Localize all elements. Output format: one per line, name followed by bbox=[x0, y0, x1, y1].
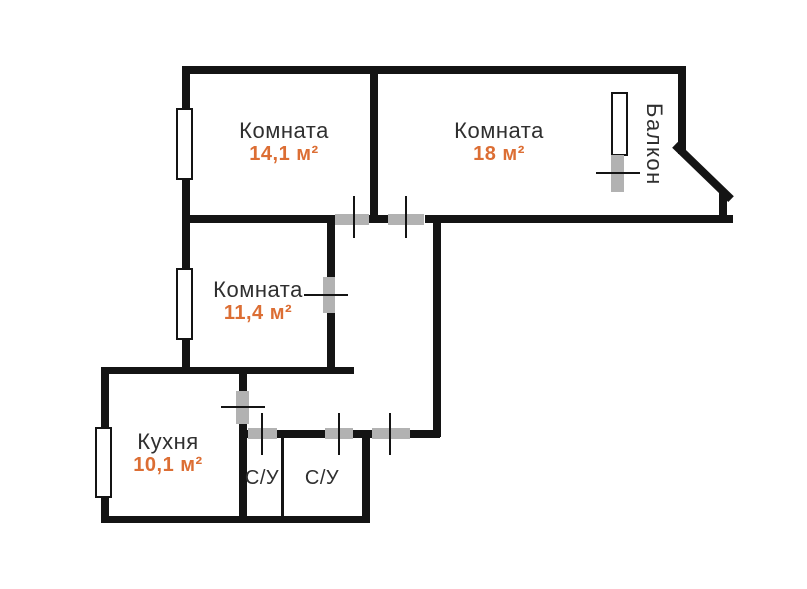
door-tick-room11 bbox=[304, 294, 348, 296]
wall-segment-balcony-right-up bbox=[678, 66, 686, 154]
wall-segment-partition-14-18 bbox=[370, 68, 378, 221]
room-18-label: Комната 18 м² bbox=[414, 119, 584, 165]
kitchen-name: Кухня bbox=[137, 429, 199, 454]
wall-segment-mid-c bbox=[425, 215, 733, 223]
door-tick-entrance bbox=[389, 413, 391, 455]
window-marker-room11 bbox=[176, 268, 193, 340]
wall-segment-su-right bbox=[362, 430, 370, 523]
room-18-name: Комната bbox=[454, 118, 544, 143]
su-2-label: С/У bbox=[304, 467, 340, 489]
room-11-area: 11,4 м² bbox=[223, 302, 293, 325]
balcony-label: Балкон bbox=[642, 103, 667, 186]
wall-segment-su-top-c bbox=[353, 430, 373, 438]
wall-segment-su-divider bbox=[281, 437, 284, 517]
wall-segment-mid-a bbox=[182, 215, 335, 223]
wall-segment-kitchen-right-b bbox=[239, 424, 247, 523]
wall-segment-kitchen-right-a bbox=[239, 367, 247, 391]
window-marker-kitchen bbox=[95, 427, 112, 498]
door-tick-balcony bbox=[596, 172, 640, 174]
wall-segment-bottom bbox=[101, 516, 370, 523]
wall-segment-room11-right-a bbox=[327, 218, 335, 277]
room-14-name: Комната bbox=[239, 118, 329, 143]
su-1-label: С/У bbox=[244, 467, 280, 489]
window-marker-room14 bbox=[176, 108, 193, 180]
wall-segment-balcony-right-low bbox=[719, 190, 727, 223]
balcony-region bbox=[626, 74, 719, 215]
wall-segment-mid-b bbox=[368, 215, 388, 223]
wall-segment-kitchen-top bbox=[101, 367, 354, 374]
kitchen-area: 10,1 м² bbox=[133, 454, 203, 477]
door-tick-room14 bbox=[353, 196, 355, 238]
wall-segment-su-top-d bbox=[408, 430, 440, 438]
hallway-region bbox=[335, 223, 433, 430]
room-11-label: Комната 11,4 м² bbox=[173, 278, 343, 324]
room-14-area: 14,1 м² bbox=[249, 143, 319, 166]
wall-segment-hall-right bbox=[433, 215, 441, 437]
door-tick-su-2 bbox=[338, 413, 340, 455]
door-tick-room18 bbox=[405, 196, 407, 238]
wall-segment-su-top-b bbox=[277, 430, 325, 438]
room-11-name: Комната bbox=[213, 277, 303, 302]
wall-segment-top bbox=[182, 66, 685, 74]
entrance-door-marker bbox=[372, 428, 410, 439]
room-18-area: 18 м² bbox=[473, 143, 525, 166]
door-marker-room14 bbox=[335, 214, 369, 225]
wall-segment-su-top-a bbox=[239, 430, 248, 438]
room-14-label: Комната 14,1 м² bbox=[199, 119, 369, 165]
door-tick-kitchen bbox=[221, 406, 265, 408]
window-marker-room18-balcony bbox=[611, 92, 628, 156]
wall-segment-room11-right-b bbox=[327, 313, 335, 371]
door-tick-su-1 bbox=[261, 413, 263, 455]
kitchen-label: Кухня 10,1 м² bbox=[83, 430, 253, 476]
